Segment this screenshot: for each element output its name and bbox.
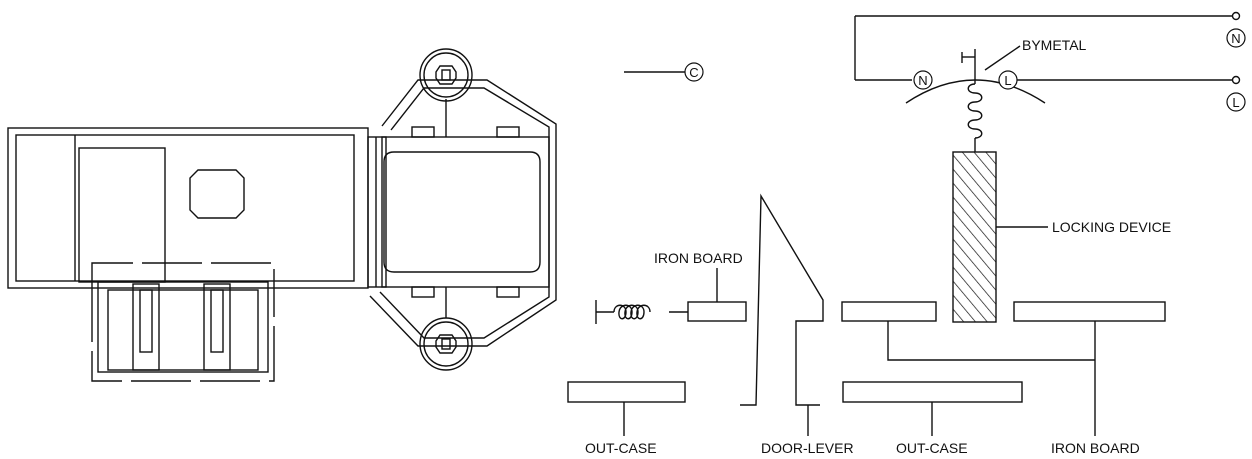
door-lever-label: DOOR-LEVER — [761, 440, 854, 456]
locking-device — [952, 151, 1048, 323]
door-lever — [740, 193, 824, 436]
locking-device-label: LOCKING DEVICE — [1052, 219, 1171, 235]
out-case-right — [842, 381, 1023, 436]
door-lock-body — [7, 127, 369, 382]
l-terminal-inner: L — [998, 70, 1018, 90]
spring-icon — [595, 300, 688, 324]
out-case-left — [567, 381, 686, 436]
lock-head — [367, 79, 557, 347]
l-terminal-right-label: L — [1232, 95, 1239, 110]
out-case-left-label: OUT-CASE — [585, 440, 657, 456]
c-terminal-label: C — [689, 65, 698, 80]
out-case-right-label: OUT-CASE — [896, 440, 968, 456]
n-terminal-right-label: N — [1231, 31, 1240, 46]
iron-board-left — [687, 268, 747, 322]
l-terminal-right: L — [1226, 92, 1246, 112]
iron-board-right-label: IRON BOARD — [1051, 440, 1140, 456]
iron-board-left-label: IRON BOARD — [654, 250, 743, 266]
bymetal-element — [905, 45, 1046, 152]
iron-board-right — [841, 301, 1166, 436]
top-screw-icon — [419, 48, 473, 102]
bottom-screw-icon — [419, 317, 473, 371]
n-terminal-inner-label: N — [918, 73, 927, 88]
c-terminal: C — [624, 62, 704, 82]
n-terminal-inner: N — [913, 70, 933, 90]
l-terminal-inner-label: L — [1004, 73, 1011, 88]
power-wiring — [854, 11, 1241, 85]
n-terminal-right: N — [1226, 28, 1246, 48]
bymetal-label: BYMETAL — [1022, 37, 1087, 53]
